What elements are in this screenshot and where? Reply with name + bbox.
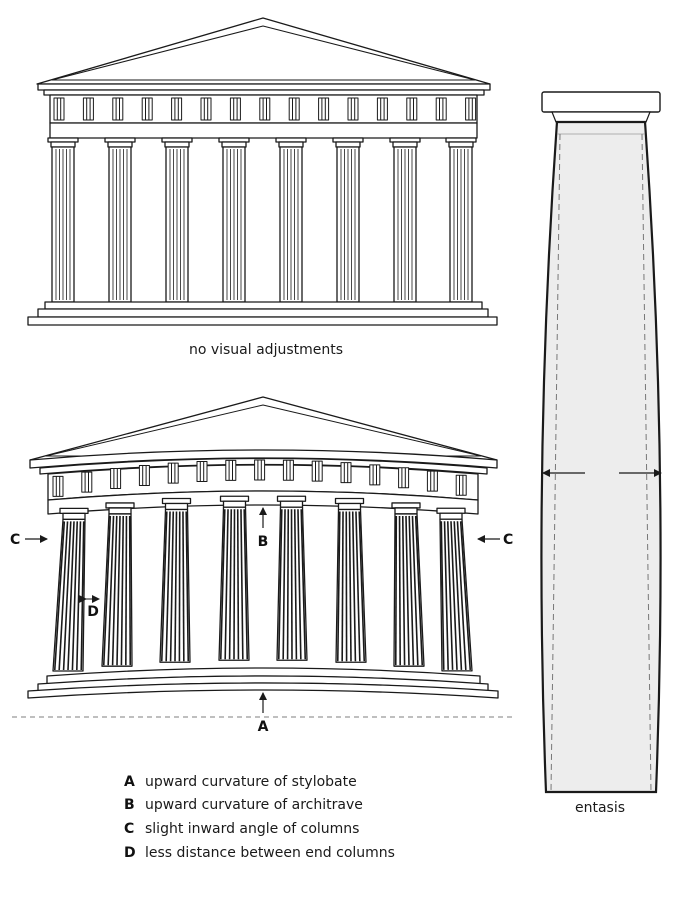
legend-item: A upward curvature of stylobate [124, 774, 357, 790]
triglyph [369, 464, 381, 486]
column-shaft [540, 120, 662, 794]
marker-a: A [258, 692, 269, 735]
triglyph [167, 462, 179, 484]
triglyph [171, 97, 183, 121]
top-caption: no visual adjustments [189, 342, 343, 358]
cornice [37, 83, 491, 91]
legend-item: D less distance between end columns [124, 845, 395, 861]
legend-text: less distance between end columns [145, 845, 395, 861]
triglyph [311, 460, 323, 482]
triglyphs [52, 459, 467, 497]
triglyph [141, 97, 153, 121]
temple-no-adjustments [27, 17, 498, 326]
marker-b-label: B [258, 534, 269, 550]
columns [47, 137, 477, 303]
stylobate [44, 301, 483, 310]
legend-key: B [124, 797, 135, 813]
entasis-column [540, 91, 662, 794]
triglyph [200, 97, 212, 121]
pediment [36, 17, 491, 85]
column [52, 507, 89, 672]
triglyph [318, 97, 330, 121]
triglyph [282, 459, 294, 481]
column [47, 137, 79, 303]
marker-a-label: A [258, 719, 269, 735]
triglyph [426, 470, 438, 492]
triglyph [398, 467, 410, 489]
triglyph [229, 97, 241, 121]
column-capital [541, 91, 661, 113]
legend-key: D [124, 845, 136, 861]
legend-item: B upward curvature of architrave [124, 797, 363, 813]
column [436, 507, 473, 672]
triglyph [53, 97, 65, 121]
column [218, 137, 250, 303]
triglyph [347, 97, 359, 121]
architrave [49, 122, 478, 139]
marker-c-left: C [10, 532, 48, 548]
column [391, 502, 425, 667]
triglyph [376, 97, 388, 121]
triglyph [465, 97, 477, 121]
legend-text: slight inward angle of columns [145, 821, 359, 837]
column [104, 137, 136, 303]
triglyph [196, 460, 208, 482]
triglyph [138, 464, 150, 486]
triglyph [254, 459, 266, 481]
marker-c-right-label: C [503, 532, 513, 548]
triglyph [110, 467, 122, 489]
column [275, 137, 307, 303]
column [276, 495, 308, 661]
column [159, 497, 192, 663]
marker-d: D [79, 595, 100, 620]
columns [52, 495, 473, 672]
legend-text: upward curvature of architrave [145, 797, 363, 813]
temple-with-adjustments [27, 396, 499, 699]
triglyphs [53, 97, 477, 121]
column [445, 137, 477, 303]
legend-text: upward curvature of stylobate [145, 774, 357, 790]
column [161, 137, 193, 303]
triglyph [82, 97, 94, 121]
triglyph [81, 471, 93, 493]
column-caption: entasis [575, 800, 625, 816]
triglyph [340, 462, 352, 484]
marker-d-label: D [87, 604, 99, 620]
marker-c-right: C [477, 532, 513, 548]
legend-item: C slight inward angle of columns [124, 821, 359, 837]
triglyph [435, 97, 447, 121]
column [332, 137, 364, 303]
triglyph [52, 475, 64, 497]
triglyph [406, 97, 418, 121]
column [334, 497, 367, 663]
column [101, 502, 135, 667]
triglyph [225, 459, 237, 481]
marker-c-left-label: C [10, 532, 20, 548]
column [218, 495, 250, 661]
legend: A upward curvature of stylobate B upward… [124, 774, 395, 861]
triglyph [288, 97, 300, 121]
triglyph [455, 474, 467, 496]
legend-key: C [124, 821, 134, 837]
legend-key: A [124, 774, 135, 790]
triglyph [112, 97, 124, 121]
column [389, 137, 421, 303]
marker-b: B [258, 507, 269, 550]
triglyph [259, 97, 271, 121]
